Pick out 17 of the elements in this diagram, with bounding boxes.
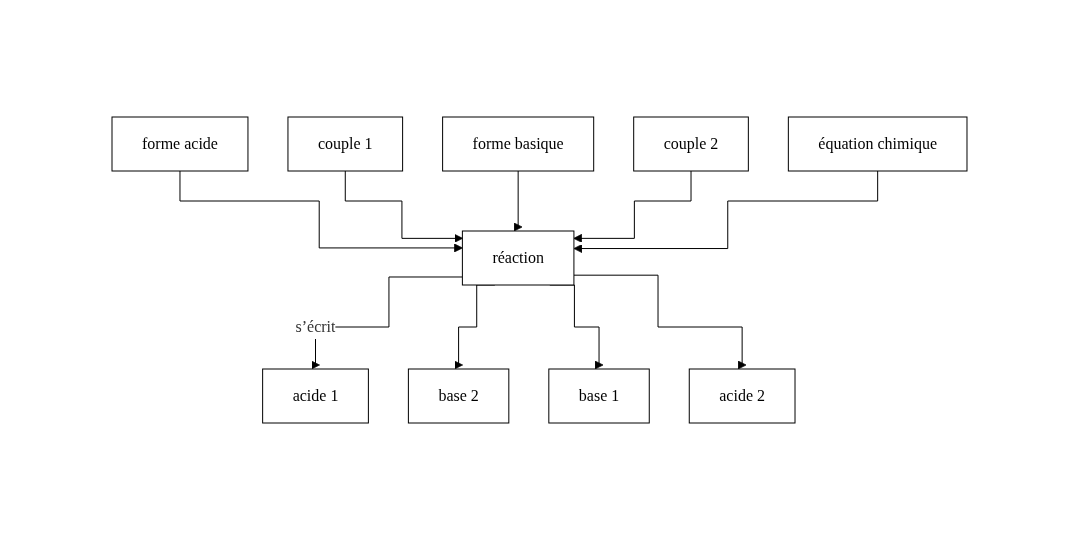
node-box: forme basique	[442, 116, 595, 171]
node-box: réaction	[461, 230, 575, 285]
arrow	[573, 170, 879, 253]
node-box: base 2	[407, 368, 510, 423]
arrow	[344, 170, 463, 243]
node-box: équation chimique	[787, 116, 968, 171]
arrow	[573, 274, 747, 369]
node-box: acide 2	[688, 368, 796, 423]
arrow	[573, 170, 692, 243]
arrow	[513, 170, 523, 231]
edge-label: s’écrit	[295, 317, 336, 335]
node-box: base 1	[548, 368, 650, 423]
node-box: couple 1	[287, 116, 404, 171]
node-box: couple 2	[633, 116, 749, 171]
arrow	[179, 170, 463, 252]
node-box: forme acide	[111, 116, 249, 171]
node-box: acide 1	[262, 368, 369, 423]
